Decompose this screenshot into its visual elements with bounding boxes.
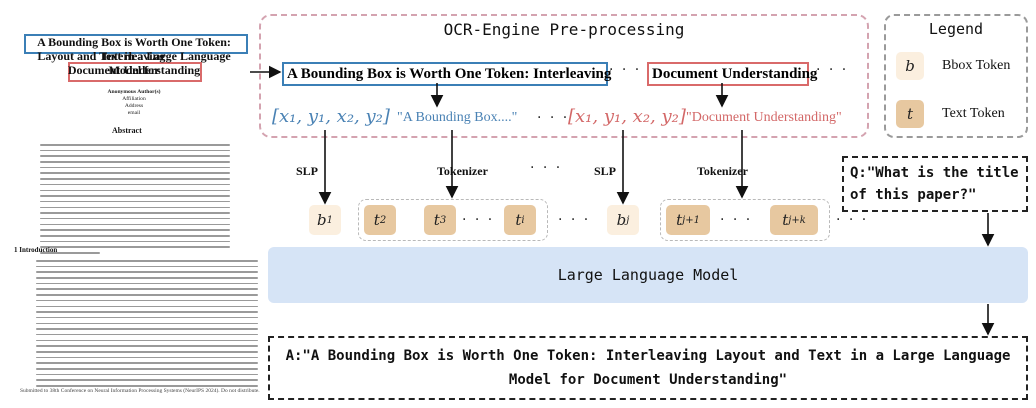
llm-label: Large Language Model: [557, 266, 739, 284]
legend-box: [884, 14, 1028, 138]
legend-bbox-token: b: [896, 52, 924, 80]
paper-address: Address: [124, 103, 144, 109]
tokenizer-label-1: Tokenizer: [437, 164, 488, 178]
ocr-engine-box: [259, 14, 869, 138]
paper-abstract-text: [40, 144, 230, 258]
paper-title-red-highlight: [68, 62, 202, 82]
paper-title-line-1: A Bounding Box is Worth One Token: Inter…: [37, 35, 231, 63]
token-ellipsis-3: · · ·: [720, 212, 753, 228]
slp-label-2: SLP: [594, 164, 617, 178]
large-language-model-block: Large Language Model: [268, 247, 1028, 303]
paper-authors: Anonymous Author(s): [107, 89, 161, 95]
legend-text-label: Text Token: [942, 106, 1005, 121]
slp-label-1: SLP: [296, 164, 319, 178]
bbox-coordinates-2: [x₁, y₁, x₂, y₂]: [568, 106, 686, 127]
bbox-coordinates-1: [x₁, y₁, x₂, y₂]: [272, 106, 390, 127]
legend-bbox-symbol: b: [905, 57, 915, 75]
paper-footer: Submitted to 38th Conference on Neural I…: [20, 388, 260, 394]
paper-intro-heading: 1 Introduction: [14, 246, 58, 254]
legend-title: Legend: [928, 20, 984, 38]
ocr-ellipsis-top: · · ·: [609, 62, 642, 78]
question-box: Q:"What is the title of this paper?": [842, 156, 1028, 212]
paper-affiliation: Affiliation: [122, 96, 146, 102]
paper-abstract-heading: Abstract: [112, 126, 142, 135]
token-ellipsis-2: · · ·: [558, 212, 591, 228]
paper-title-line-2: Layout and Text in a Large Language Mode…: [37, 49, 231, 77]
text-string-1: "A Bounding Box....": [397, 110, 518, 125]
paper-intro-text: [36, 260, 258, 391]
paper-title-line-3: Document Understanding: [67, 63, 201, 77]
label-ellipsis: · · ·: [530, 160, 563, 176]
ocr-engine-title: OCR-Engine Pre-processing: [443, 20, 685, 39]
legend-bbox-label: Bbox Token: [942, 58, 1011, 73]
legend-text-symbol: t: [906, 105, 914, 123]
paper-email: email: [127, 110, 141, 116]
ocr-ellipsis-mid: · · ·: [537, 110, 570, 126]
paper-title-blue-highlight: [24, 34, 248, 54]
text-token-group-1: [358, 199, 548, 241]
token-ellipsis-1: · · ·: [462, 212, 495, 228]
ocr-text-box-interleaving: A Bounding Box is Worth One Token: Inter…: [282, 62, 611, 86]
text-token-group-2: [660, 199, 830, 241]
ocr-ellipsis-top-right: · · ·: [816, 62, 849, 78]
answer-box: A:"A Bounding Box is Worth One Token: In…: [268, 336, 1028, 400]
tokenizer-label-2: Tokenizer: [697, 164, 748, 178]
paper-thumbnail: A Bounding Box is Worth One Token: Inter…: [8, 22, 260, 402]
legend-text-token: t: [896, 100, 924, 128]
token-ellipsis-4: · · ·: [836, 212, 869, 228]
text-string-2: "Document Understanding": [686, 110, 842, 125]
ocr-text-box-document-understanding: Document Understanding: [647, 62, 817, 86]
